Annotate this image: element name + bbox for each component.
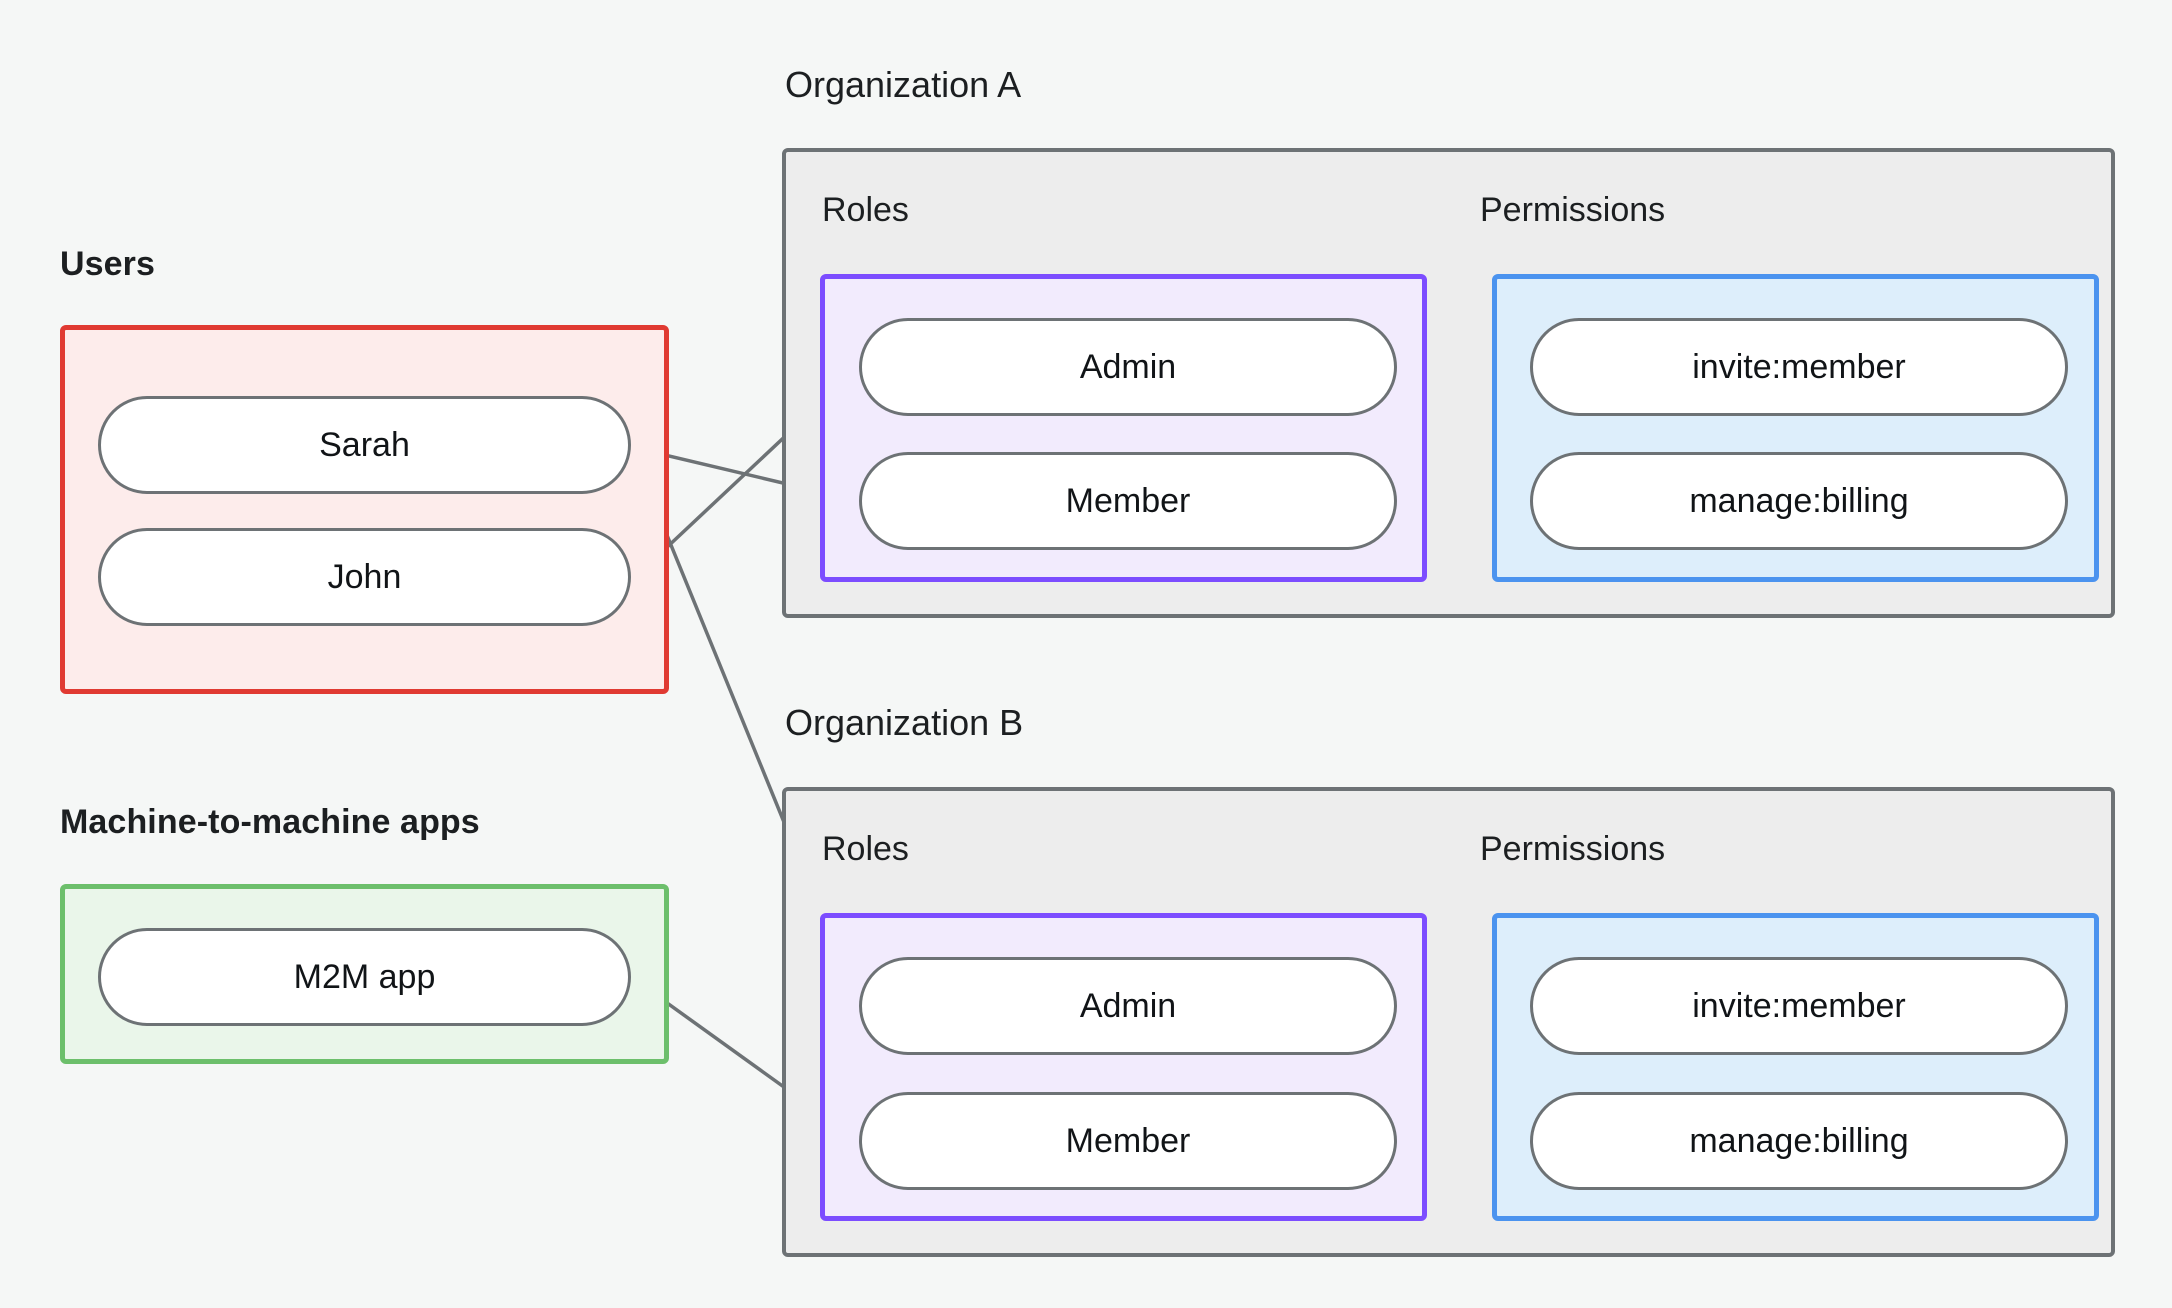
org-a-label: Organization A: [785, 64, 1022, 105]
node-m2m-app-label: M2M app: [293, 957, 436, 996]
org-b-role-member-label: Member: [1065, 1121, 1191, 1160]
org-b-role-admin-label: Admin: [1079, 986, 1177, 1025]
org-b-permission-manage-billing-label: manage:billing: [1689, 1121, 1909, 1160]
org-a-roles-label: Roles: [822, 191, 909, 229]
m2m-group-label: Machine-to-machine apps: [60, 803, 480, 841]
node-user-sarah-label: Sarah: [319, 425, 410, 464]
org-a-permissions-label: Permissions: [1480, 191, 1666, 229]
org-b-permission-manage-billing[interactable]: manage:billing: [1530, 1092, 2068, 1190]
org-b-role-admin[interactable]: Admin: [859, 957, 1397, 1055]
org-a-role-admin[interactable]: Admin: [859, 318, 1397, 416]
org-b-permission-invite-member[interactable]: invite:member: [1530, 957, 2068, 1055]
org-a-role-member[interactable]: Member: [859, 452, 1397, 550]
node-user-john[interactable]: John: [98, 528, 631, 626]
org-b-roles-label: Roles: [822, 830, 909, 868]
org-a-permission-invite-member-label: invite:member: [1692, 347, 1906, 386]
org-b-permission-invite-member-label: invite:member: [1692, 986, 1906, 1025]
users-container: [60, 325, 669, 694]
org-a-permission-manage-billing-label: manage:billing: [1689, 481, 1909, 520]
org-a-permission-invite-member[interactable]: invite:member: [1530, 318, 2068, 416]
org-a-permission-manage-billing[interactable]: manage:billing: [1530, 452, 2068, 550]
org-b-role-member[interactable]: Member: [859, 1092, 1397, 1190]
node-user-john-label: John: [327, 557, 402, 596]
node-user-sarah[interactable]: Sarah: [98, 396, 631, 494]
org-b-label: Organization B: [785, 702, 1024, 743]
users-group-label: Users: [60, 245, 156, 283]
org-a-role-admin-label: Admin: [1079, 347, 1177, 386]
node-m2m-app[interactable]: M2M app: [98, 928, 631, 1026]
org-a-role-member-label: Member: [1065, 481, 1191, 520]
org-b-permissions-label: Permissions: [1480, 830, 1666, 868]
